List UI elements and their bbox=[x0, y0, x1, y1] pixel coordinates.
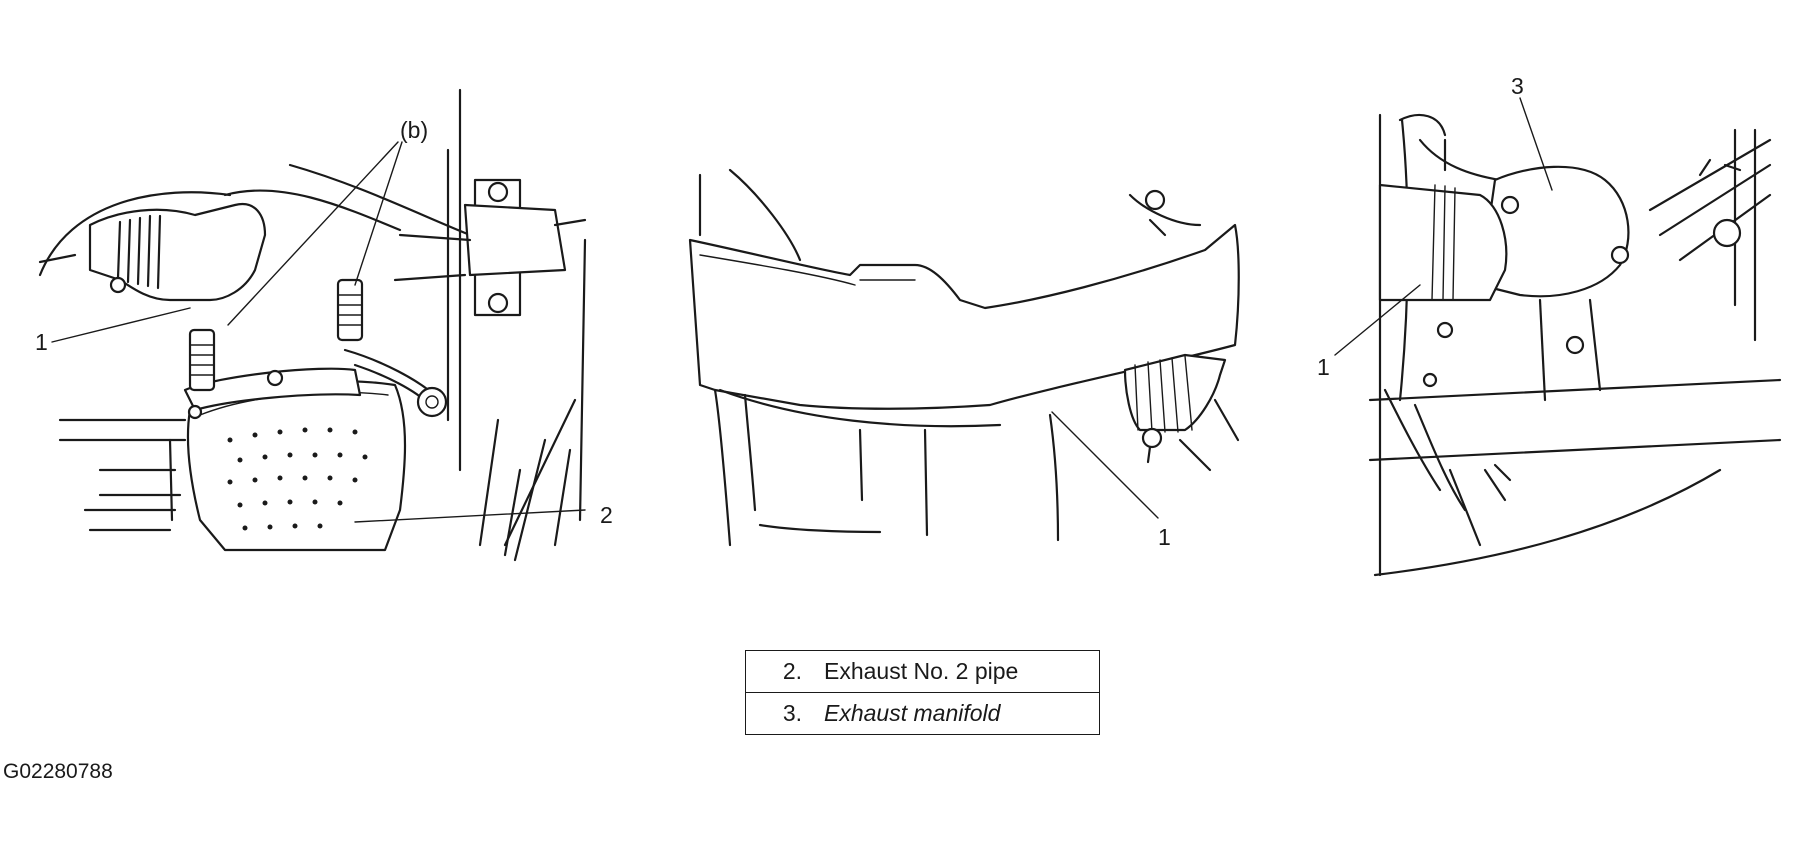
callout-b: (b) bbox=[400, 117, 428, 143]
leader-1-right bbox=[1334, 284, 1421, 356]
callout-1-left: 1 bbox=[35, 329, 48, 355]
figure-id: G02280788 bbox=[3, 760, 113, 783]
leader-1-left bbox=[51, 307, 191, 343]
callout-3: 3 bbox=[1511, 73, 1524, 99]
leader-b-2 bbox=[354, 141, 403, 286]
left-panel-illustration bbox=[38, 88, 587, 562]
legend-text: Exhaust No. 2 pipe bbox=[824, 658, 1019, 684]
right-panel-illustration bbox=[1368, 113, 1782, 577]
leader-3 bbox=[1519, 97, 1553, 191]
leader-2 bbox=[354, 509, 586, 523]
legend-number: 3. bbox=[782, 700, 802, 726]
legend-table: 2. Exhaust No. 2 pipe 3. Exhaust manifol… bbox=[745, 650, 1100, 735]
middle-panel-illustration bbox=[688, 168, 1240, 547]
leader-1-middle bbox=[1051, 411, 1159, 519]
legend-number: 2. bbox=[782, 658, 802, 684]
callout-2: 2 bbox=[600, 502, 613, 528]
legend-row: 2. Exhaust No. 2 pipe bbox=[746, 651, 1099, 692]
legend-row: 3. Exhaust manifold bbox=[746, 692, 1099, 734]
legend-text: Exhaust manifold bbox=[824, 700, 1001, 726]
callout-1-right: 1 bbox=[1317, 354, 1330, 380]
leader-b-1 bbox=[227, 141, 399, 326]
callout-1-middle: 1 bbox=[1158, 524, 1171, 550]
